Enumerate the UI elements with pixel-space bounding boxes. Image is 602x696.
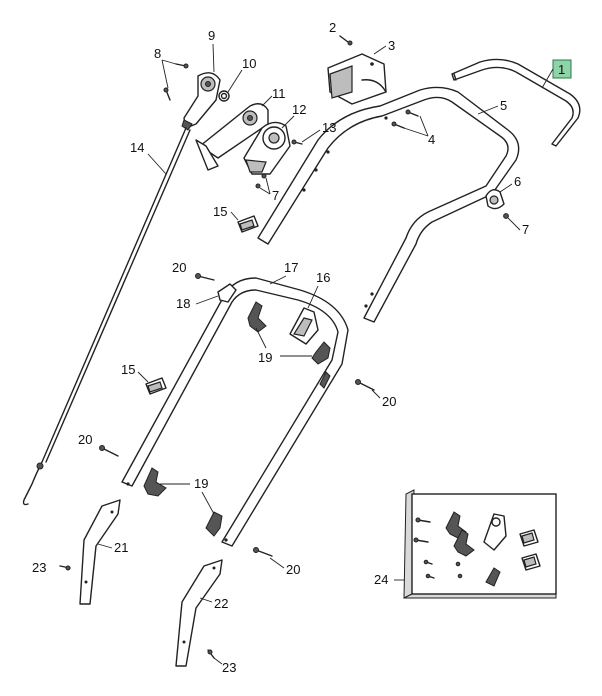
callout-20-label-d: 20 <box>286 562 300 577</box>
callout-19-label-lower: 19 <box>194 476 208 491</box>
part-17-lower-handle[interactable] <box>121 277 349 547</box>
callout-13-label: 13 <box>322 120 336 135</box>
callout-21-label: 21 <box>114 540 128 555</box>
part-15-cable-guide-upper[interactable] <box>237 215 259 233</box>
part-5-upper-handle[interactable] <box>257 86 520 323</box>
part-20-bolt-a[interactable] <box>195 273 215 281</box>
part-12-control-housing[interactable] <box>243 121 291 175</box>
callout-20-label-b: 20 <box>382 394 396 409</box>
callout-1-label: 1 <box>558 62 565 77</box>
callout-24-label: 24 <box>374 572 388 587</box>
callout-7-label-right: 7 <box>522 222 529 237</box>
part-7-nut[interactable] <box>503 213 509 219</box>
part-19-knob-upper-left[interactable] <box>247 301 267 333</box>
part-20-bolt-d[interactable] <box>253 547 273 557</box>
callout-9-label: 9 <box>208 28 215 43</box>
callout-20-label-a: 20 <box>172 260 186 275</box>
callout-6-label: 6 <box>514 174 521 189</box>
part-3-bracket[interactable] <box>327 53 387 105</box>
callout-5-label: 5 <box>500 98 507 113</box>
callout-14-label: 14 <box>130 140 144 155</box>
callout-3-label: 3 <box>388 38 395 53</box>
callout-15-label-lower: 15 <box>121 362 135 377</box>
part-4-bolts[interactable] <box>391 109 419 129</box>
callout-2-label: 2 <box>329 20 336 35</box>
callout-12-label: 12 <box>292 102 306 117</box>
callout-18-label: 18 <box>176 296 190 311</box>
callout-17-label: 17 <box>284 260 298 275</box>
part-19-knob-lower-right[interactable] <box>205 511 223 537</box>
callout-20-label-c: 20 <box>78 432 92 447</box>
part-2-screw[interactable] <box>339 35 353 46</box>
callout-4-label: 4 <box>428 132 435 147</box>
part-24-hardware-kit[interactable] <box>403 489 557 599</box>
callout-19-label-upper: 19 <box>258 350 272 365</box>
callout-10-label: 10 <box>242 56 256 71</box>
callout-23-label-right: 23 <box>222 660 236 675</box>
part-15-cable-guide-lower[interactable] <box>145 377 167 395</box>
part-10-spring[interactable] <box>218 90 230 102</box>
part-8-screws[interactable] <box>163 63 189 101</box>
callout-23-label-left: 23 <box>32 560 46 575</box>
part-20-bolt-b[interactable] <box>355 379 375 391</box>
part-19-knob-upper-right[interactable] <box>311 341 331 365</box>
part-11-control-lever[interactable] <box>195 103 269 171</box>
part-7-nuts-left[interactable] <box>255 173 267 189</box>
callout-7-label-left: 7 <box>272 188 279 203</box>
callout-22-label: 22 <box>214 596 228 611</box>
part-22-right-handle-leg[interactable] <box>175 559 223 667</box>
part-1-upper-handle-grip[interactable] <box>451 58 581 147</box>
callout-1-highlighted[interactable]: 1 <box>541 59 572 89</box>
part-9-throttle-lever[interactable] <box>181 72 221 131</box>
part-23-screw-right[interactable] <box>207 649 215 659</box>
part-13-screw[interactable] <box>291 139 303 145</box>
part-23-screw-left[interactable] <box>59 565 71 571</box>
part-6-cable-clip[interactable] <box>485 189 505 210</box>
part-14-control-cable[interactable] <box>22 127 191 506</box>
part-16-cable-bracket[interactable] <box>289 307 319 345</box>
part-20-bolt-c[interactable] <box>99 445 119 457</box>
part-18-clip[interactable] <box>217 283 237 303</box>
callout-11-label: 11 <box>272 86 286 101</box>
callout-16-label: 16 <box>316 270 330 285</box>
callout-8-label: 8 <box>154 46 161 61</box>
callout-15-label-upper: 15 <box>213 204 227 219</box>
part-21-left-handle-leg[interactable] <box>79 499 121 605</box>
part-19-knob-lower-left[interactable] <box>143 467 167 497</box>
